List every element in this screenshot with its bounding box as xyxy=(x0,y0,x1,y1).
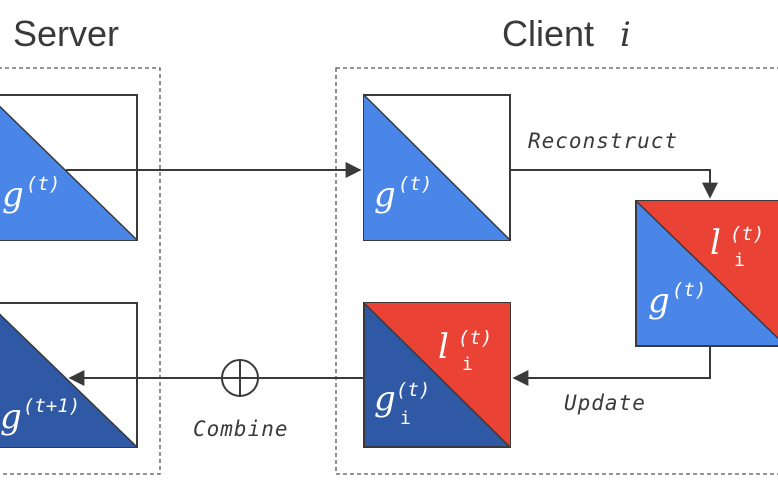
server-g-symbol: g xyxy=(2,175,24,215)
server-g-superscript: (t) xyxy=(26,173,60,195)
client-updated-model-tile: g (t) i l (t) i xyxy=(363,302,511,448)
server-global-model-tile: g (t) xyxy=(0,94,138,241)
client-recon-l-symbol: l xyxy=(710,223,721,263)
client-g-superscript: (t) xyxy=(398,173,432,195)
client-header: Client xyxy=(502,13,594,54)
combine-operator-icon xyxy=(221,359,259,397)
reconstruct-arrow xyxy=(510,169,718,199)
combine-label: Combine xyxy=(193,417,289,441)
update-label: Update xyxy=(564,391,646,415)
client-g-symbol: g xyxy=(374,175,396,215)
client-recon-g-superscript: (t) xyxy=(672,279,706,301)
client-recon-l-superscript: (t) xyxy=(730,223,764,245)
client-index: i xyxy=(620,15,631,55)
client-updated-g-superscript: (t) xyxy=(396,379,430,401)
client-updated-g-symbol: g xyxy=(374,379,396,419)
reconstruct-label: Reconstruct xyxy=(528,129,678,153)
client-global-model-tile: g (t) xyxy=(363,94,511,241)
client-recon-l-subscript: i xyxy=(734,250,745,271)
client-updated-l-subscript: i xyxy=(462,354,473,375)
client-reconstructed-model-tile: g (t) l (t) i xyxy=(635,200,778,347)
client-container xyxy=(335,67,778,475)
server-header: Server xyxy=(13,13,119,54)
server-updated-model-tile: g (t+1) xyxy=(0,302,138,448)
server-g-next-superscript: (t+1) xyxy=(23,395,80,417)
client-updated-l-superscript: (t) xyxy=(458,327,492,349)
client-updated-g-subscript: i xyxy=(400,408,411,429)
server-g-next-symbol: g xyxy=(0,397,22,437)
server-container xyxy=(0,67,161,475)
update-arrow xyxy=(512,346,711,386)
client-updated-l-symbol: l xyxy=(438,327,449,367)
client-recon-g-symbol: g xyxy=(648,281,670,321)
